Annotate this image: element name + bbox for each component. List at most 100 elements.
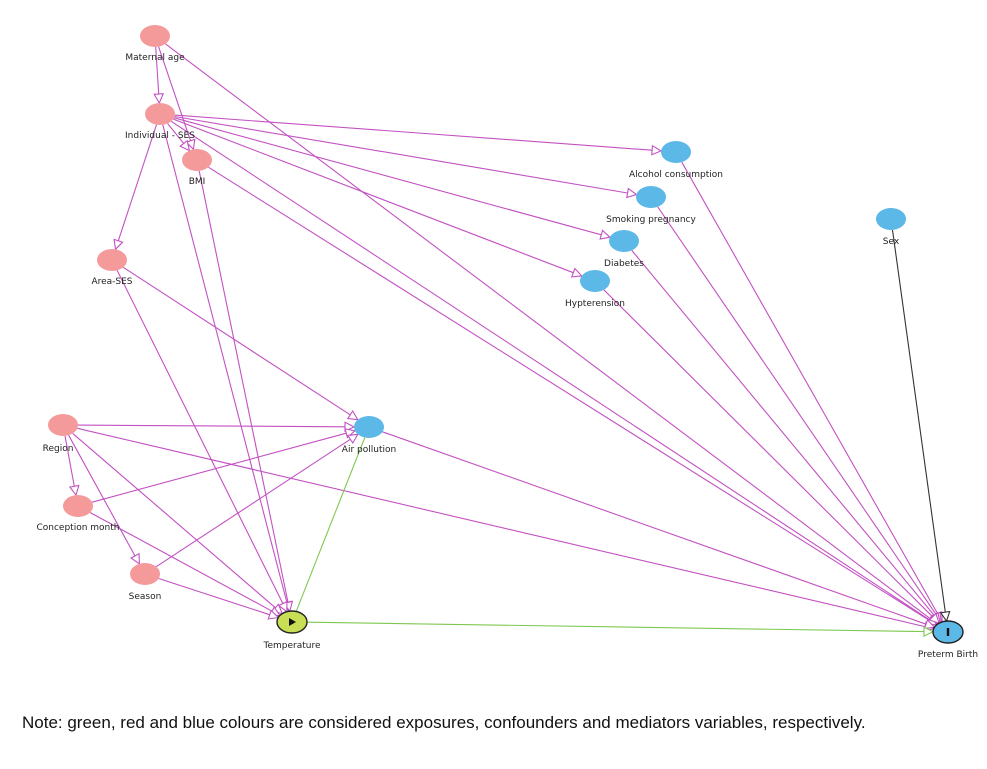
- node-hypertension[interactable]: Hypterension: [565, 270, 625, 309]
- node-shape: [580, 270, 610, 292]
- node-shape: [145, 103, 175, 125]
- node-individual-ses[interactable]: Individual - SES: [125, 103, 195, 141]
- edge-individual_ses-to-hypertension: [173, 118, 583, 278]
- edge-line: [91, 432, 347, 503]
- node-shape: [97, 249, 127, 271]
- edge-individual_ses-to-smoking: [174, 115, 638, 199]
- edge-diabetes-to-preterm_birth: [631, 250, 941, 624]
- node-bmi[interactable]: BMI: [182, 149, 212, 187]
- node-region[interactable]: Region: [43, 414, 78, 454]
- edge-line: [603, 289, 934, 618]
- node-shape: [636, 186, 666, 208]
- edge-line: [891, 229, 946, 613]
- arrowhead-icon: [923, 618, 936, 630]
- arrowhead-icon: [130, 552, 140, 565]
- node-shape: [63, 495, 93, 517]
- edge-sex-to-preterm_birth: [891, 229, 951, 623]
- node-label: Hypterension: [565, 299, 625, 309]
- node-label: Maternal age: [125, 53, 185, 63]
- node-diabetes[interactable]: Diabetes: [604, 230, 644, 269]
- edge-individual_ses-to-diabetes: [173, 117, 612, 240]
- node-preterm-birth[interactable]: Preterm Birth: [918, 620, 978, 660]
- edge-line: [64, 435, 75, 487]
- node-alcohol[interactable]: Alcohol consumption: [629, 141, 723, 180]
- node-label: Smoking pregnancy: [606, 215, 696, 225]
- edge-line: [89, 512, 273, 612]
- edge-line: [116, 270, 284, 604]
- edge-line: [117, 124, 158, 241]
- edge-alcohol-to-preterm_birth: [681, 161, 943, 623]
- node-shape: [354, 416, 384, 438]
- arrowhead-icon: [185, 138, 196, 151]
- arrowhead-icon: [651, 144, 663, 156]
- edge-line: [77, 424, 346, 428]
- node-shape: [661, 141, 691, 163]
- outcome-bar-icon: [946, 628, 950, 636]
- edge-line: [158, 46, 192, 141]
- node-area-ses[interactable]: Area-SES: [91, 249, 133, 287]
- arrowhead-icon: [179, 139, 191, 152]
- edge-line: [173, 117, 602, 236]
- node-air-pollution[interactable]: Air pollution: [342, 416, 396, 455]
- node-label: Region: [43, 444, 74, 454]
- arrowhead-icon: [113, 238, 124, 251]
- node-shape: [876, 208, 906, 230]
- edge-smoking-to-preterm_birth: [657, 206, 942, 624]
- edge-line: [165, 43, 931, 620]
- node-label: Diabetes: [604, 259, 644, 269]
- edge-air_pollution-to-preterm_birth: [382, 431, 936, 630]
- node-conception-month[interactable]: Conception month: [36, 495, 120, 533]
- node-shape: [48, 414, 78, 436]
- arrowhead-icon: [923, 626, 935, 637]
- edge-line: [681, 161, 939, 615]
- node-label: Preterm Birth: [918, 650, 978, 660]
- node-maternal-age[interactable]: Maternal age: [125, 25, 185, 63]
- edges-layer: [64, 43, 951, 637]
- play-icon: [289, 618, 296, 626]
- edge-individual_ses-to-temperature: [162, 124, 293, 613]
- arrowhead-icon: [346, 433, 359, 445]
- edge-line: [77, 427, 926, 628]
- edge-area_ses-to-air_pollution: [122, 266, 359, 421]
- node-label: BMI: [189, 177, 206, 187]
- arrowhead-icon: [599, 229, 612, 240]
- edge-season-to-air_pollution: [155, 433, 359, 568]
- arrowhead-icon: [68, 484, 80, 497]
- arrowhead-icon: [277, 600, 288, 613]
- edge-maternal_age-to-individual_ses: [153, 46, 165, 105]
- node-label: Air pollution: [342, 445, 396, 455]
- node-shape: [140, 25, 170, 47]
- arrowhead-icon: [928, 612, 940, 624]
- node-sex[interactable]: Sex: [876, 208, 906, 247]
- edge-individual_ses-to-bmi: [167, 123, 191, 152]
- arrowhead-icon: [346, 409, 359, 421]
- node-season[interactable]: Season: [129, 563, 162, 602]
- node-shape: [182, 149, 212, 171]
- edge-bmi-to-temperature: [198, 170, 294, 613]
- edge-individual_ses-to-alcohol: [174, 114, 663, 156]
- node-label: Area-SES: [91, 277, 132, 287]
- node-label: Temperature: [262, 641, 320, 651]
- node-shape: [609, 230, 639, 252]
- arrowhead-icon: [267, 609, 280, 620]
- edge-line: [631, 250, 935, 617]
- edge-line: [657, 206, 937, 616]
- edge-region-to-conception_month: [64, 435, 80, 497]
- edge-line: [208, 166, 930, 621]
- edge-line: [167, 123, 185, 144]
- edge-line: [155, 438, 351, 568]
- arrowhead-icon: [939, 610, 951, 623]
- node-temperature[interactable]: Temperature: [262, 610, 321, 651]
- edge-season-to-temperature: [158, 577, 280, 620]
- node-shape: [130, 563, 160, 585]
- edge-line: [158, 577, 270, 616]
- node-smoking[interactable]: Smoking pregnancy: [606, 186, 696, 225]
- node-label: Season: [129, 592, 162, 602]
- edge-line: [155, 46, 160, 95]
- arrowhead-icon: [153, 93, 165, 105]
- node-label: Sex: [883, 237, 900, 247]
- edge-region-to-season: [68, 434, 140, 565]
- edge-line: [306, 621, 925, 633]
